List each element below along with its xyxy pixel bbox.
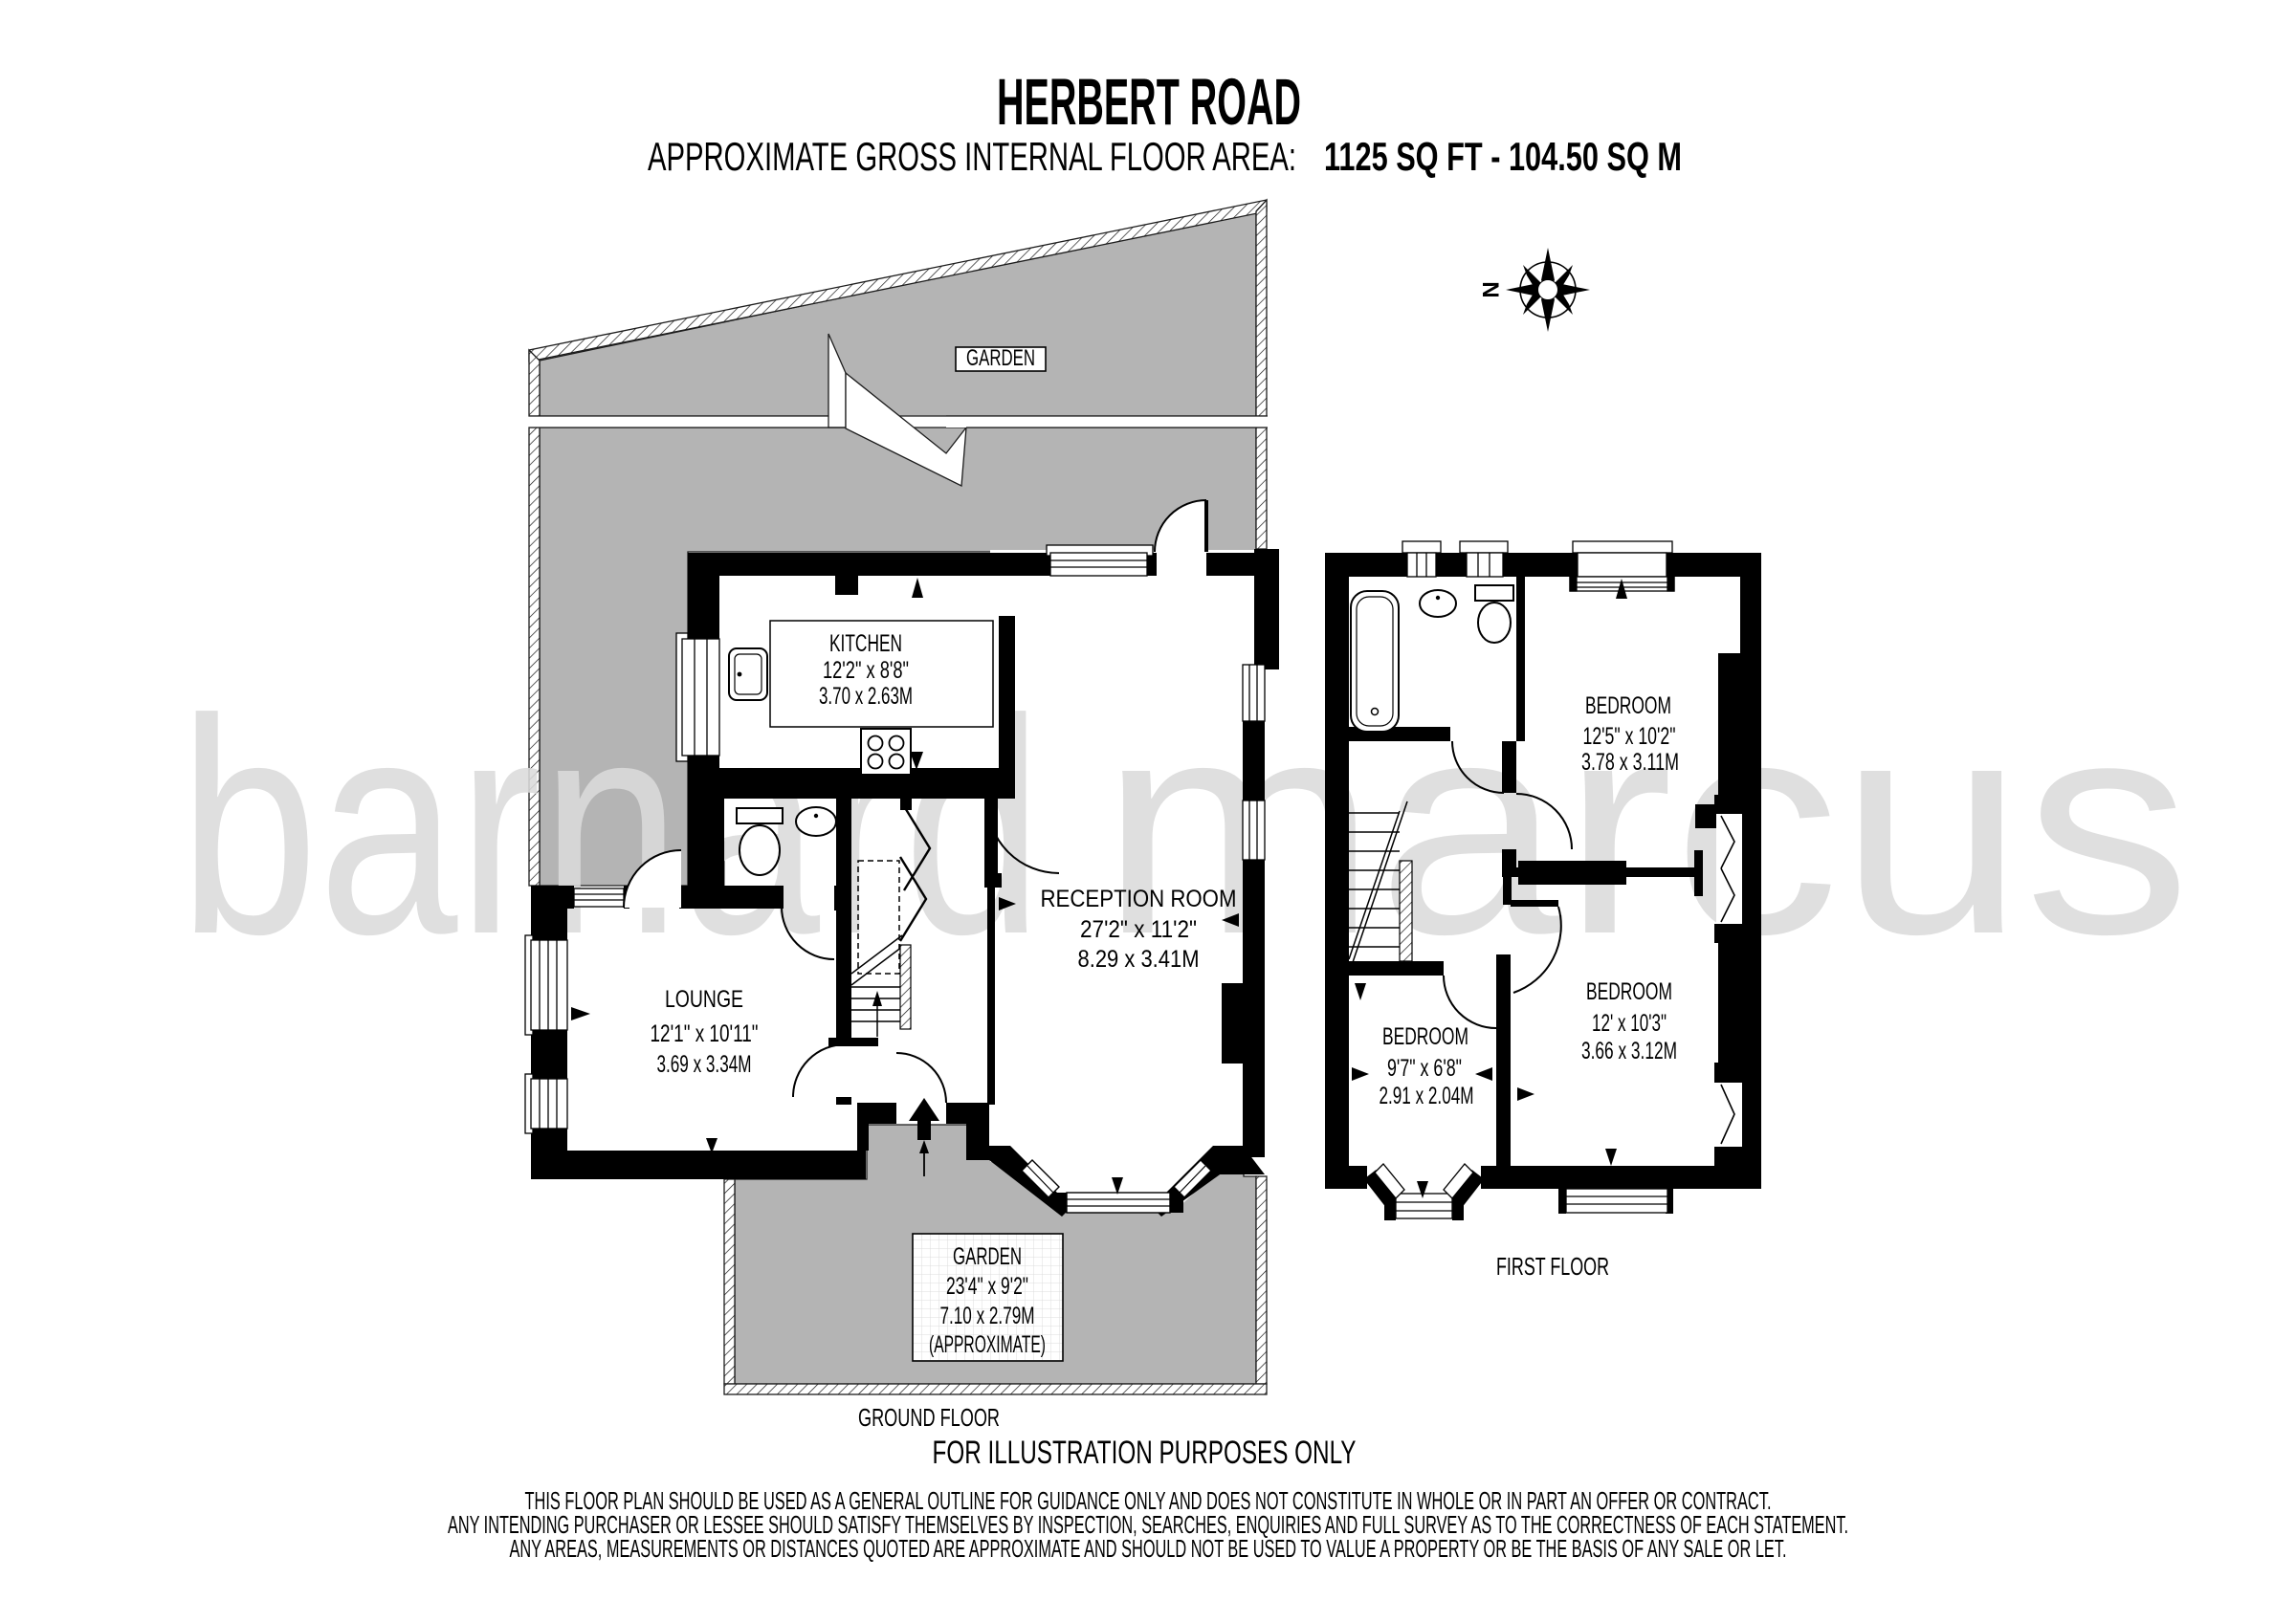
svg-text:BEDROOM: BEDROOM bbox=[1586, 978, 1672, 1005]
svg-text:marcus: marcus bbox=[1100, 655, 2191, 998]
svg-text:1125 SQ FT - 104.50 SQ M: 1125 SQ FT - 104.50 SQ M bbox=[1324, 134, 1682, 179]
svg-text:3.66 x 3.12M: 3.66 x 3.12M bbox=[1581, 1038, 1677, 1064]
svg-text:3.70 x 2.63M: 3.70 x 2.63M bbox=[819, 683, 913, 710]
svg-text:12'1" x 10'11": 12'1" x 10'11" bbox=[651, 1020, 759, 1047]
svg-text:N: N bbox=[1478, 281, 1504, 297]
svg-text:KITCHEN: KITCHEN bbox=[829, 630, 902, 657]
svg-text:(APPROXIMATE): (APPROXIMATE) bbox=[929, 1331, 1046, 1358]
svg-text:FOR ILLUSTRATION PURPOSES ONLY: FOR ILLUSTRATION PURPOSES ONLY bbox=[933, 1435, 1357, 1471]
svg-text:ANY AREAS, MEASUREMENTS OR DIS: ANY AREAS, MEASUREMENTS OR DISTANCES QUO… bbox=[510, 1534, 1787, 1563]
svg-text:12'2" x 8'8": 12'2" x 8'8" bbox=[823, 657, 909, 684]
svg-text:GROUND FLOOR: GROUND FLOOR bbox=[858, 1403, 1000, 1432]
svg-text:THIS FLOOR PLAN SHOULD BE USED: THIS FLOOR PLAN SHOULD BE USED AS A GENE… bbox=[525, 1486, 1772, 1515]
svg-text:12'5" x 10'2": 12'5" x 10'2" bbox=[1583, 723, 1676, 750]
svg-text:9'7" x 6'8": 9'7" x 6'8" bbox=[1387, 1055, 1462, 1082]
svg-text:APPROXIMATE GROSS INTERNAL FLO: APPROXIMATE GROSS INTERNAL FLOOR AREA: bbox=[648, 134, 1296, 179]
svg-text:HERBERT ROAD: HERBERT ROAD bbox=[997, 65, 1301, 139]
svg-text:RECEPTION ROOM: RECEPTION ROOM bbox=[1041, 886, 1237, 912]
svg-text:7.10 x 2.79M: 7.10 x 2.79M bbox=[940, 1303, 1035, 1329]
svg-text:3.78 x 3.11M: 3.78 x 3.11M bbox=[1581, 749, 1679, 776]
svg-text:GARDEN: GARDEN bbox=[953, 1243, 1022, 1270]
svg-text:27'2" x 11'2": 27'2" x 11'2" bbox=[1080, 916, 1197, 943]
svg-text:2.91 x 2.04M: 2.91 x 2.04M bbox=[1380, 1083, 1474, 1109]
svg-text:LOUNGE: LOUNGE bbox=[665, 986, 743, 1013]
svg-text:23'4" x 9'2": 23'4" x 9'2" bbox=[946, 1273, 1028, 1300]
svg-text:GARDEN: GARDEN bbox=[966, 345, 1035, 371]
svg-text:BEDROOM: BEDROOM bbox=[1382, 1023, 1468, 1050]
svg-text:BEDROOM: BEDROOM bbox=[1585, 692, 1671, 719]
svg-text:3.69 x 3.34M: 3.69 x 3.34M bbox=[657, 1051, 752, 1078]
svg-text:12' x 10'3": 12' x 10'3" bbox=[1592, 1010, 1667, 1037]
svg-text:ANY INTENDING PURCHASER OR LES: ANY INTENDING PURCHASER OR LESSEE SHOULD… bbox=[448, 1510, 1848, 1539]
svg-text:FIRST FLOOR: FIRST FLOOR bbox=[1496, 1252, 1609, 1281]
svg-text:8.29 x 3.41M: 8.29 x 3.41M bbox=[1078, 946, 1200, 973]
